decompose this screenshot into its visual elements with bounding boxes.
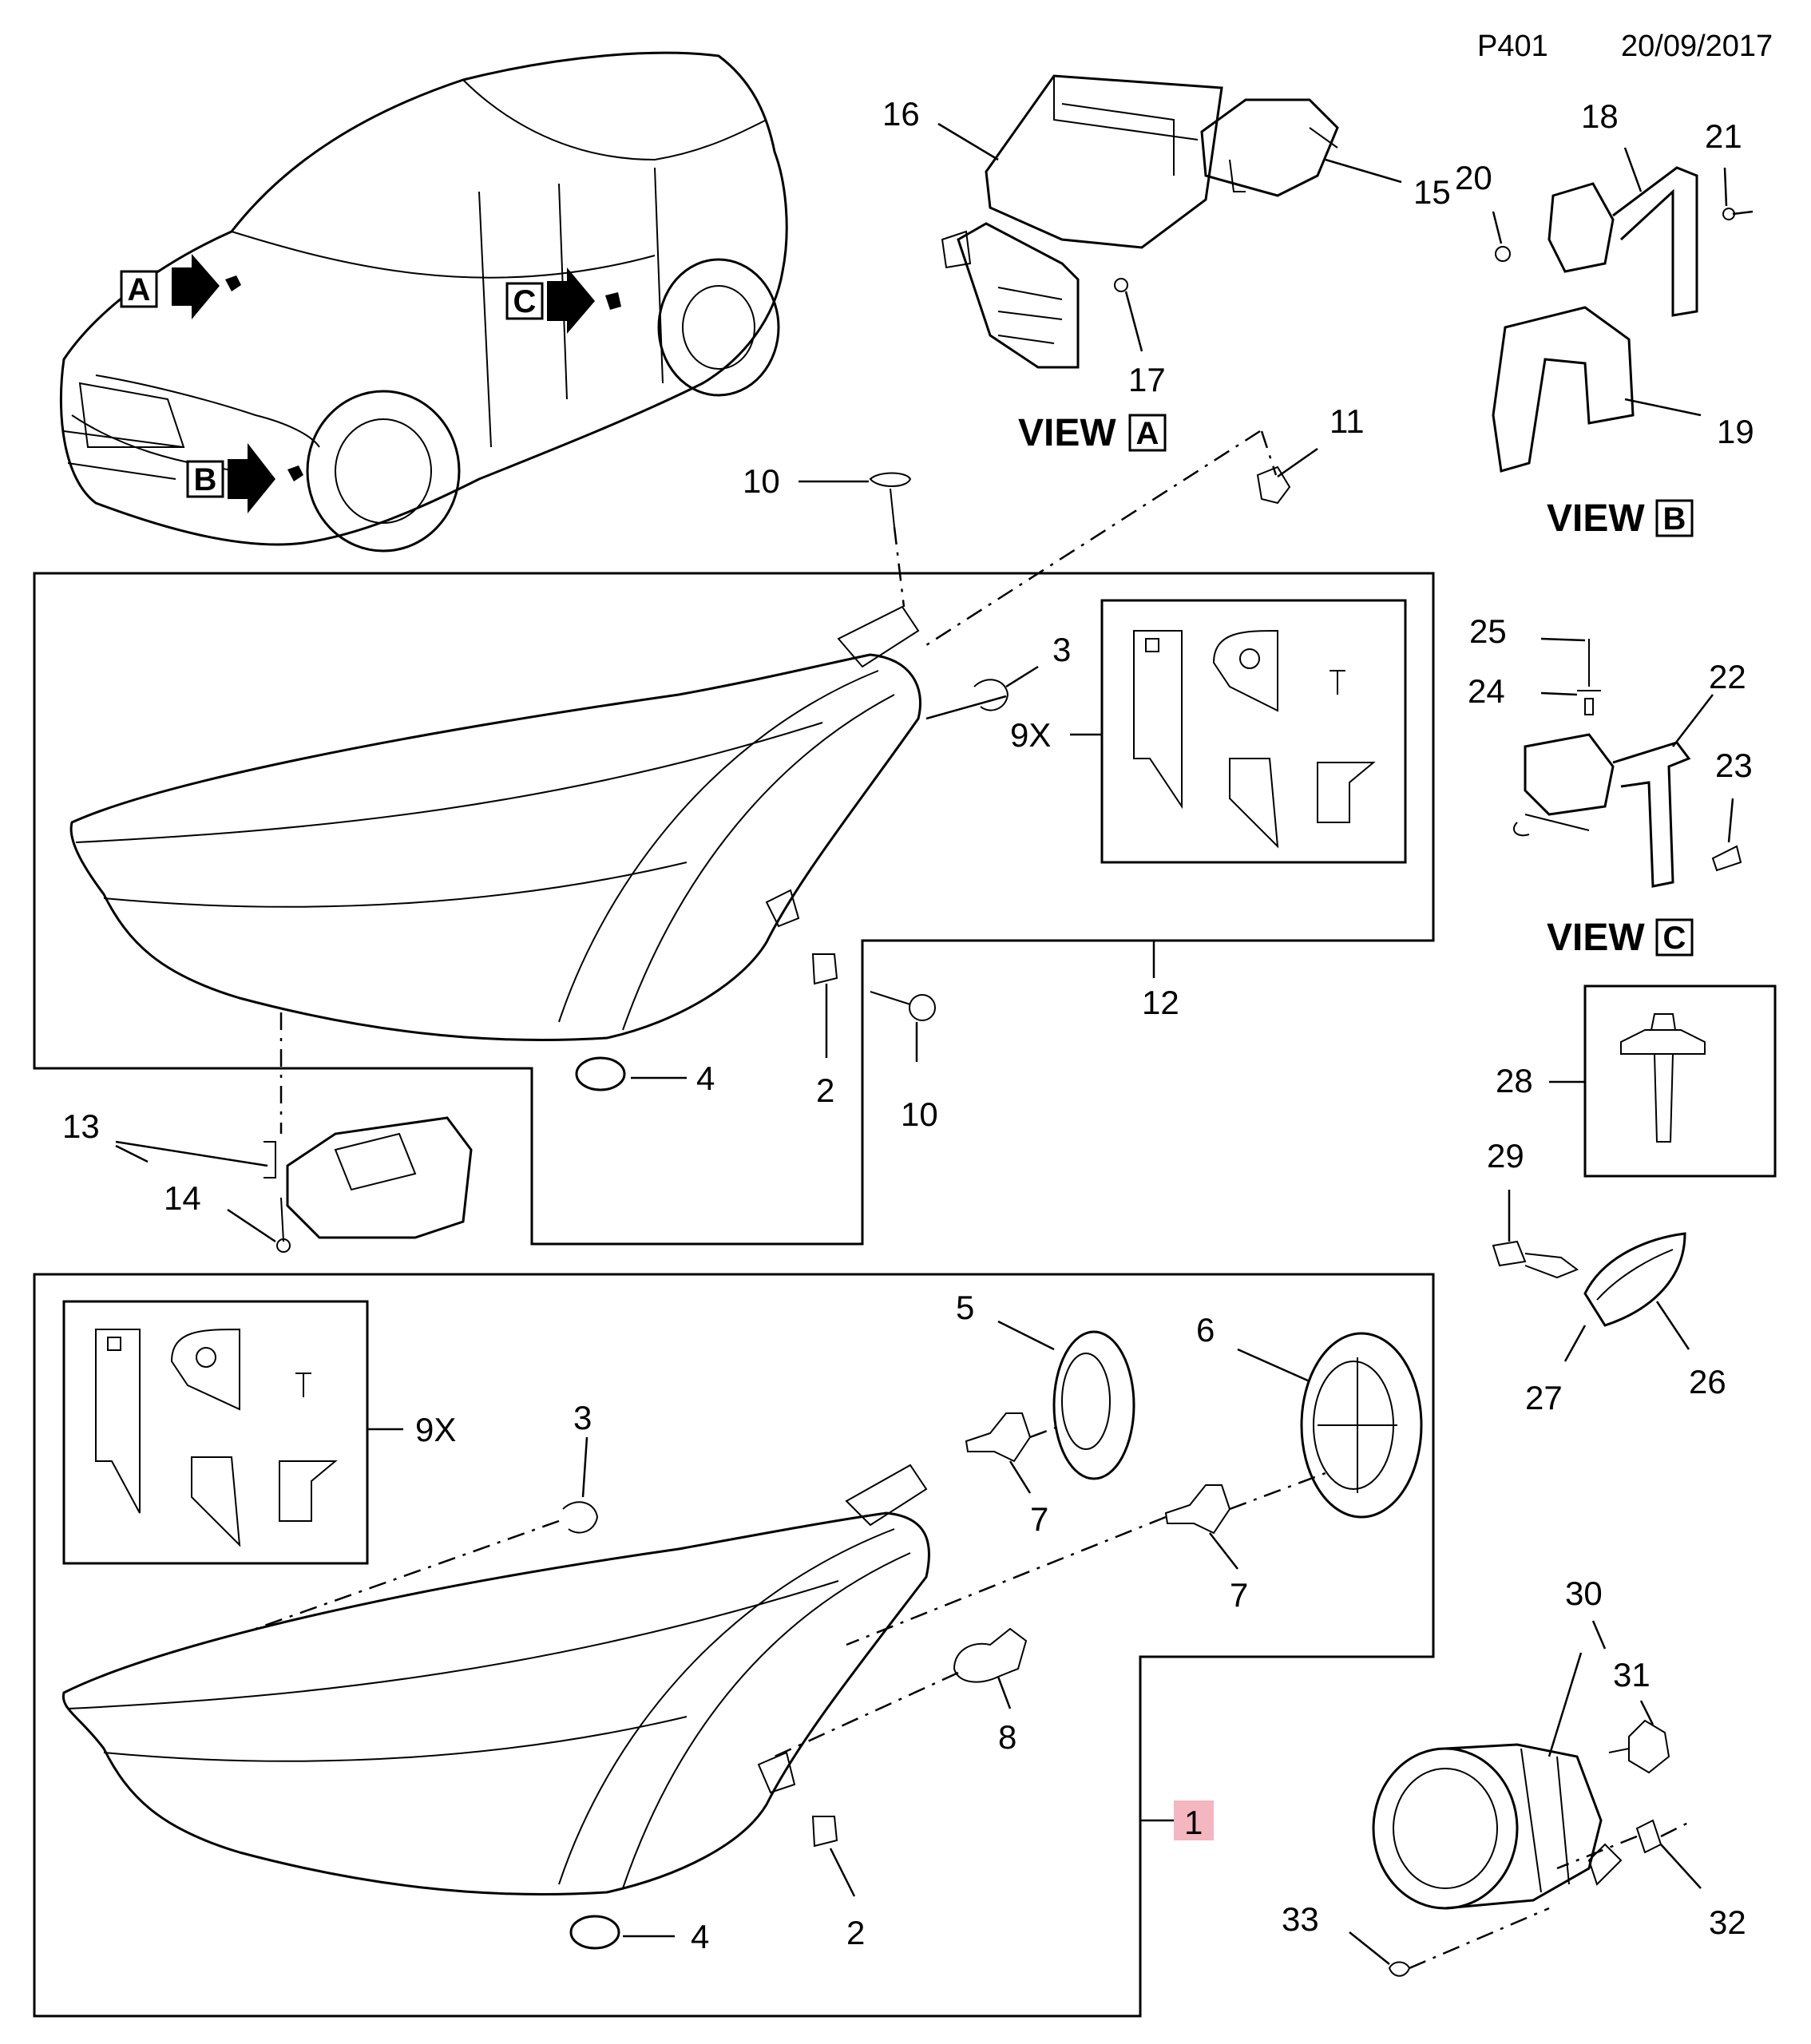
bolt-28: [1620, 1029, 1706, 1055]
callout-3-lower: 3: [573, 1399, 592, 1436]
bulb-29: [1492, 1240, 1527, 1267]
inset-9x-lower-parts: [95, 1328, 338, 1547]
callout-23: 23: [1715, 747, 1753, 784]
bulb-7-lower: [1164, 1484, 1231, 1535]
callout-7-lower: 7: [1230, 1576, 1248, 1614]
side-marker-26: [1583, 1232, 1686, 1327]
upper-assembly-frame: [33, 572, 1435, 1246]
callout-11: 11: [1330, 402, 1365, 440]
view-a-assembly: [941, 74, 1339, 369]
callout-9x-upper: 9X: [1010, 716, 1051, 754]
callout-3-upper: 3: [1052, 631, 1071, 668]
view-c-assembly: [1513, 639, 1742, 888]
view-a-label: VIEW: [1018, 412, 1116, 454]
callout-33: 33: [1282, 1900, 1319, 1938]
module-13: [264, 1116, 473, 1239]
bulb-8: [953, 1627, 1028, 1683]
clip-3-upper: [973, 679, 1009, 711]
inset-9x-lower: [62, 1300, 369, 1565]
callout-32: 32: [1709, 1903, 1746, 1941]
callout-27: 27: [1525, 1379, 1563, 1416]
callout-4-lower: 4: [691, 1918, 709, 1955]
callout-7-upper: 7: [1030, 1500, 1048, 1538]
screw-head-10: [869, 472, 912, 487]
view-b-assembly: [1492, 166, 1735, 473]
screw-10-lower: [909, 994, 936, 1021]
callout-5: 5: [956, 1289, 974, 1326]
callout-8: 8: [998, 1718, 1016, 1756]
screw-33: [1388, 1961, 1411, 1977]
page-code: P401: [1477, 30, 1548, 63]
bulb-31: [1628, 1719, 1670, 1774]
arrow-right-icon: [172, 254, 220, 319]
callout-12: 12: [1142, 984, 1179, 1021]
callout-b-marker: B: [186, 443, 303, 513]
grommet-4-lower: [569, 1915, 620, 1950]
part-1-highlight: [1174, 1800, 1214, 1840]
callout-28: 28: [1496, 1062, 1533, 1099]
view-c-label: VIEW: [1547, 917, 1645, 959]
bulb-7-upper: [965, 1412, 1032, 1463]
callout-10-lower: 10: [901, 1095, 938, 1133]
callout-4-upper: 4: [696, 1060, 715, 1097]
callout-19: 19: [1717, 413, 1754, 450]
callout-15: 15: [1413, 173, 1451, 211]
vehicle-overview: [59, 51, 788, 553]
callout-30: 30: [1565, 1575, 1603, 1612]
clip-3-lower: [562, 1501, 599, 1534]
callout-18: 18: [1581, 97, 1619, 135]
bulb-cap-5: [1052, 1330, 1135, 1480]
callout-20: 20: [1455, 159, 1492, 196]
car-callout-c: C: [513, 284, 537, 319]
clip-32: [1635, 1819, 1662, 1854]
arrow-right-icon: [547, 267, 595, 334]
lower-headlamp: [61, 1464, 930, 1896]
callout-c-marker: C: [505, 267, 621, 334]
upper-headlamp: [69, 605, 921, 1042]
nut-2-upper: [811, 953, 838, 985]
callout-24: 24: [1468, 672, 1505, 710]
diagram-date: 20/09/2017: [1621, 30, 1773, 63]
nut-2-lower: [811, 1816, 838, 1848]
callout-26: 26: [1689, 1363, 1726, 1400]
part-28-frame: [1583, 984, 1777, 1178]
view-b-label: VIEW: [1547, 497, 1645, 540]
callout-6: 6: [1196, 1311, 1215, 1349]
lower-assembly-frame: [33, 1273, 1435, 2018]
grommet-4-upper: [575, 1056, 626, 1091]
car-callout-b: B: [194, 462, 217, 497]
arrow-right-icon: [228, 443, 275, 513]
callout-10-upper: 10: [743, 462, 780, 500]
callout-29: 29: [1487, 1137, 1524, 1175]
callout-a-marker: A: [120, 254, 241, 319]
callout-21: 21: [1705, 117, 1742, 155]
callout-1: 1: [1184, 1804, 1203, 1841]
bulb-cap-6: [1300, 1332, 1423, 1519]
fog-lamp-30: [1372, 1743, 1623, 1910]
callout-22: 22: [1709, 658, 1746, 695]
callout-9x-lower: 9X: [415, 1411, 456, 1448]
callout-14: 14: [164, 1179, 201, 1217]
callout-2-upper: 2: [816, 1072, 834, 1109]
view-c-letter: C: [1663, 921, 1686, 956]
car-callout-a: A: [128, 272, 151, 307]
callout-13: 13: [62, 1107, 100, 1145]
callout-17: 17: [1128, 361, 1166, 398]
callout-31: 31: [1613, 1656, 1651, 1693]
callout-16: 16: [882, 95, 920, 133]
callout-25: 25: [1469, 612, 1507, 650]
callout-2-lower: 2: [846, 1914, 865, 1951]
view-a-letter: A: [1136, 416, 1159, 451]
view-b-letter: B: [1663, 501, 1686, 537]
inset-9x-upper: [1100, 599, 1407, 864]
inset-9x-upper-parts: [1133, 629, 1376, 849]
